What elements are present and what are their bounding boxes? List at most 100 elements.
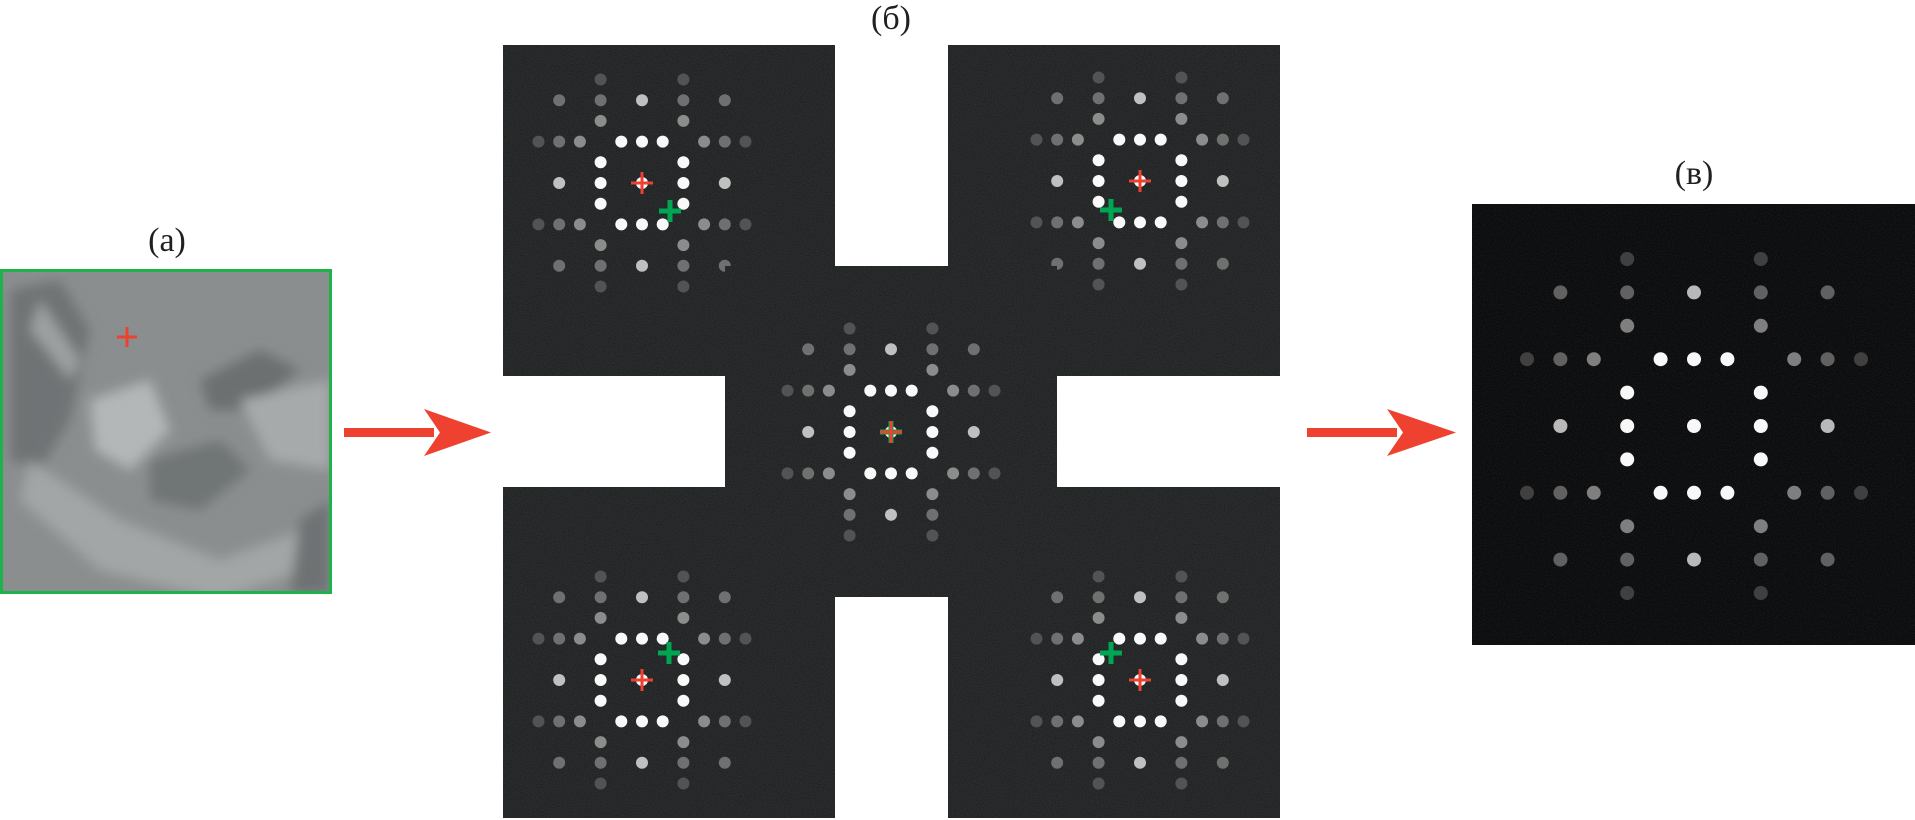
spectral-dot <box>802 384 815 397</box>
spectral-dot <box>1196 632 1209 645</box>
spectral-dot <box>1620 252 1635 266</box>
spectral-dot <box>843 508 856 521</box>
spectral-dot <box>1092 154 1105 167</box>
spectral-dot <box>594 114 607 127</box>
spectral-dot <box>532 218 545 231</box>
spectral-dot <box>594 611 607 624</box>
spectral-dot <box>1216 674 1229 686</box>
spectral-dot <box>1753 552 1768 567</box>
spectral-dot <box>1216 92 1229 105</box>
spectral-dot <box>1620 385 1635 400</box>
spectral-dot <box>1092 736 1105 749</box>
spectral-dot <box>553 715 566 728</box>
spectral-dot <box>1720 352 1735 367</box>
spectral-dot <box>1687 285 1701 300</box>
spectral-dot <box>1175 71 1188 84</box>
spectral-dot <box>926 488 939 501</box>
spectral-dot <box>864 467 877 480</box>
spectral-dot <box>1175 92 1188 105</box>
spectral-dot <box>594 177 607 189</box>
spectral-dot <box>802 426 815 438</box>
red-cross-icon <box>880 421 902 443</box>
spectral-dot <box>1520 352 1534 367</box>
spectral-dot <box>1154 715 1167 728</box>
spectral-dot <box>718 177 731 189</box>
spectral-dot <box>843 426 856 438</box>
spectral-dot <box>1854 352 1868 367</box>
spectral-dot <box>1753 586 1768 600</box>
spectral-dot <box>926 405 939 418</box>
input-image-a <box>0 269 332 594</box>
spectral-dot <box>1092 611 1105 624</box>
spectral-dot <box>864 384 877 397</box>
spectral-dot <box>1051 632 1064 645</box>
spectral-dot <box>1196 216 1209 229</box>
spectral-dot <box>698 715 711 728</box>
spectral-dot <box>926 322 939 335</box>
spectral-dot <box>988 384 1001 397</box>
spectral-dot <box>1854 485 1868 500</box>
spectral-dot <box>594 239 607 252</box>
spectral-dot <box>967 343 980 356</box>
spectral-dot <box>594 73 607 86</box>
panel-bottom-left <box>503 487 835 818</box>
red-cross-icon <box>631 669 653 691</box>
spectral-dot <box>1820 419 1835 433</box>
spectral-dot <box>1620 552 1635 567</box>
spectral-dot <box>1092 257 1105 270</box>
spectral-dot <box>1051 591 1064 604</box>
spectral-dot <box>677 756 690 769</box>
spectral-dot <box>926 343 939 356</box>
spectral-dot <box>1113 216 1126 229</box>
red-cross-icon <box>631 172 653 194</box>
spectral-dot <box>677 736 690 749</box>
spectral-dot <box>1092 591 1105 604</box>
spectral-dot <box>1687 485 1701 500</box>
spectral-dot <box>594 259 607 272</box>
spectral-dot <box>947 467 960 480</box>
spectral-dot <box>1071 632 1084 645</box>
spectral-dot <box>1553 285 1568 300</box>
spectral-dot <box>718 218 731 231</box>
spectral-dot <box>822 467 835 480</box>
spectral-dot <box>1820 285 1835 300</box>
spectral-dot <box>988 467 1001 480</box>
spectral-dot <box>802 467 815 480</box>
spectral-dot <box>1216 715 1229 728</box>
spectral-dot <box>926 446 939 459</box>
spectral-dot <box>781 467 794 480</box>
spectral-dot <box>1134 257 1146 270</box>
spectral-dot <box>1134 216 1146 229</box>
spectral-dot <box>636 756 648 769</box>
spectral-dot <box>1071 715 1084 728</box>
spectral-dot <box>677 177 690 189</box>
spectral-dot <box>1687 352 1701 367</box>
spectral-dot <box>1092 112 1105 125</box>
spectral-dot <box>1175 175 1188 187</box>
spectral-dot <box>677 591 690 604</box>
spectral-dot <box>677 570 690 583</box>
spectral-dot <box>718 674 731 686</box>
spectral-dot <box>1175 154 1188 167</box>
spectral-dot <box>1154 632 1167 645</box>
spectral-dot <box>1175 195 1188 208</box>
spectral-dot <box>1175 674 1188 686</box>
spectral-dot <box>677 259 690 272</box>
spectral-dot <box>615 632 628 645</box>
spectral-dot <box>1820 485 1835 500</box>
spectral-dot <box>1051 92 1064 105</box>
red-cross-icon <box>1129 669 1151 691</box>
spectral-dot <box>1092 694 1105 707</box>
spectral-dot <box>594 197 607 210</box>
spectral-dot <box>1620 519 1635 534</box>
spectral-dot <box>1553 419 1568 433</box>
spectral-dot <box>1787 352 1802 367</box>
spectral-dot <box>1175 777 1188 790</box>
spectral-dot <box>1051 175 1064 187</box>
spectral-dot <box>1553 352 1568 367</box>
spectral-dot <box>905 384 918 397</box>
spectral-dot <box>1175 756 1188 769</box>
spectral-dot <box>636 94 648 107</box>
spectral-dot <box>967 426 980 438</box>
spectral-dot <box>1030 133 1043 146</box>
